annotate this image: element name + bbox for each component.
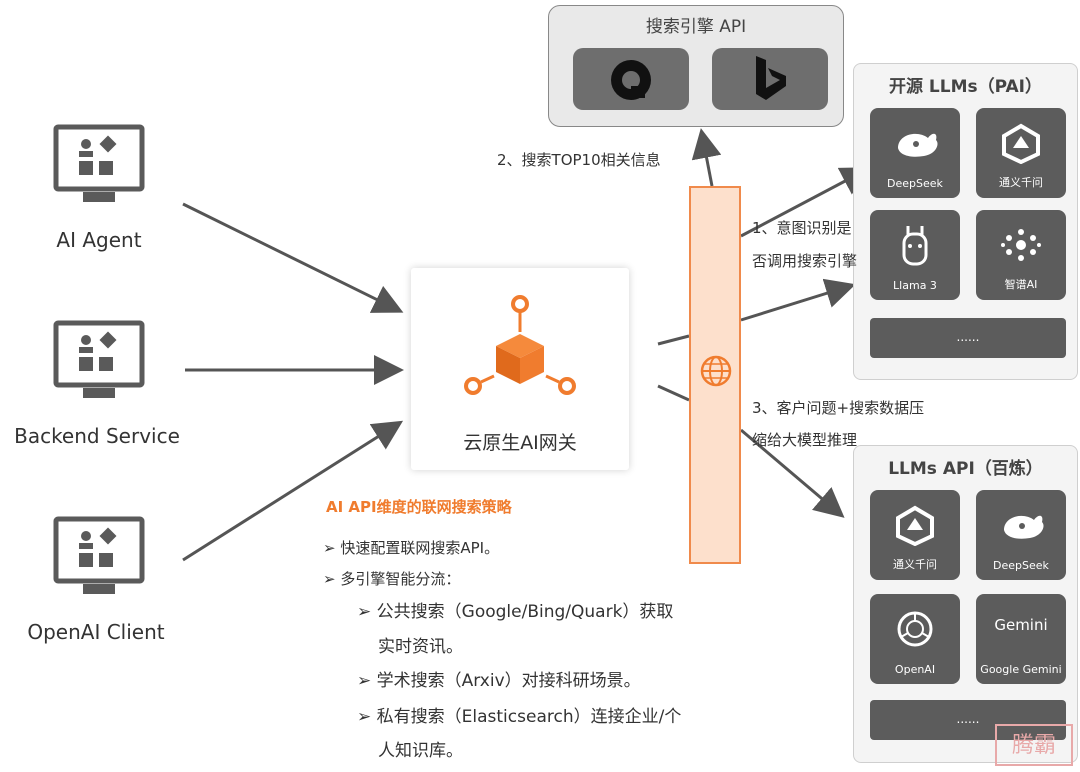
tile-label: 智谱AI [1004,278,1038,291]
tile-openai[interactable]: OpenAI [870,594,960,684]
globe-icon [700,355,732,387]
arrow-gateway-to-plugin-lower [657,384,690,402]
tile-label: 通义千问 [999,176,1043,189]
tile-llama[interactable]: Llama 3 [870,210,960,300]
gateway-cube-icon [464,295,576,395]
monitor-app-icon [53,516,145,594]
tile-label: 通义千问 [893,558,937,571]
monitor-app-icon [53,124,145,202]
gateway-label: 云原生AI网关 [463,432,577,454]
watermark: 腾霸 [995,724,1073,766]
strategy-bullet: ➢ 快速配置联网搜索API。 [323,539,500,557]
tile-label: Google Gemini [980,663,1062,676]
tile-label: Llama 3 [893,279,937,292]
tile-label: DeepSeek [887,177,943,190]
client-label-ai-agent: AI Agent [56,228,142,252]
tile-gemini[interactable]: Gemini Google Gemini [976,594,1066,684]
arrow-agent-to-gateway [182,202,404,313]
whale-icon [898,133,938,157]
llama-icon [902,226,928,266]
gemini-logo-text: Gemini [994,616,1048,634]
step1-note-line2: 否调用搜索引擎 [752,252,858,270]
zhipu-dots-icon [1001,229,1041,261]
tile-zhipu[interactable]: 智谱AI [976,210,1066,300]
qwen-star-icon [896,505,934,546]
qwen-star-icon [1002,123,1040,164]
tile-deepseek[interactable]: DeepSeek [976,490,1066,580]
open-llms-panel: 开源 LLMs（PAI） DeepSeek 通义千问 Llama 3 [853,63,1078,380]
tile-label: DeepSeek [993,559,1049,572]
tile-label: OpenAI [894,663,936,676]
step3-note-line1: 3、客户问题+搜索数据压 [752,399,925,417]
strategy-sub-bullet: ➢ 学术搜索（Arxiv）对接科研场景。 [357,671,641,691]
openai-knot-icon [897,611,933,647]
strategy-title: AI API维度的联网搜索策略 [326,498,512,516]
step1-note-line1: 1、意图识别是 [752,219,852,237]
strategy-bullet: ➢ 多引擎智能分流： [323,570,461,588]
tile-deepseek[interactable]: DeepSeek [870,108,960,198]
open-llms-title: 开源 LLMs（PAI） [889,77,1042,97]
arrow-plugin-to-llama [740,278,856,322]
client-label-backend-service: Backend Service [14,424,180,448]
bing-engine-button[interactable] [712,48,828,110]
client-label-openai-client: OpenAI Client [27,620,165,644]
open-llms-more[interactable]: ...... [870,318,1066,358]
search-panel-title: 搜索引擎 API [645,17,747,37]
whale-icon [1004,515,1044,539]
step2-note: 2、搜索TOP10相关信息 [497,151,661,169]
arrow-client-to-gateway [182,420,404,562]
quark-logo-icon [611,60,651,100]
quark-engine-button[interactable] [573,48,689,110]
api-llms-more[interactable]: ...... [870,700,1066,740]
strategy-sub-bullet: ➢ 公共搜索（Google/Bing/Quark）获取 [357,602,674,622]
api-llms-title: LLMs API（百炼） [888,459,1043,479]
arrow-plugin-to-deepseek [740,167,872,238]
arrow-gateway-to-plugin [657,334,690,346]
tile-qwen[interactable]: 通义千问 [976,108,1066,198]
web-search-plugin-bar [689,186,741,564]
api-llms-panel: LLMs API（百炼） 通义千问 DeepSeek OpenAI Gemini… [853,445,1078,763]
strategy-sub-bullet: ➢ 私有搜索（Elasticsearch）连接企业/个 [357,707,682,727]
strategy-sub-bullet: 实时资讯。 [378,637,463,657]
strategy-sub-bullet: 人知识库。 [378,741,463,761]
step3-note-line2: 缩给大模型推理 [752,431,858,449]
bing-logo-icon [756,56,786,100]
search-engine-panel: 搜索引擎 API [548,5,844,127]
arrow-to-search [691,128,722,187]
arrow-plugin-to-api-llms [740,428,845,518]
tile-qwen[interactable]: 通义千问 [870,490,960,580]
monitor-app-icon [53,320,145,398]
ai-gateway-box[interactable]: 云原生AI网关 [411,268,629,470]
